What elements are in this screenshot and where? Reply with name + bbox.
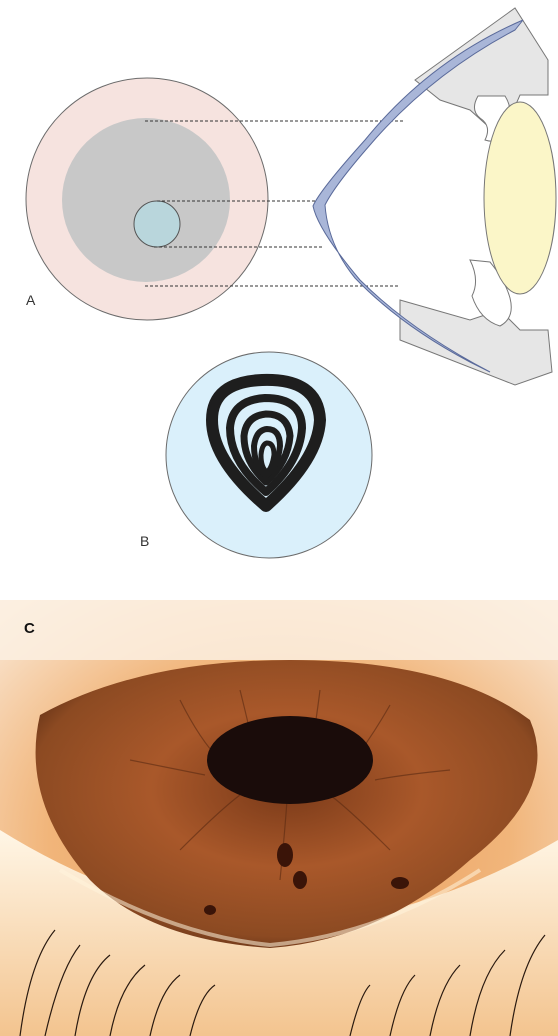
pupil	[207, 716, 373, 804]
panel-a: A	[26, 8, 556, 385]
lens	[484, 102, 556, 294]
panel-a-label: A	[26, 292, 36, 308]
panel-b-label: B	[140, 533, 149, 549]
panel-c-label: C	[24, 620, 35, 637]
corneal-apex	[134, 201, 180, 247]
panel-b: B	[140, 352, 372, 558]
panel-c-photo	[0, 600, 558, 1036]
upper-skin-highlight	[0, 600, 558, 660]
corneal-mid-zone	[62, 118, 230, 282]
sclera-lower	[400, 300, 552, 385]
